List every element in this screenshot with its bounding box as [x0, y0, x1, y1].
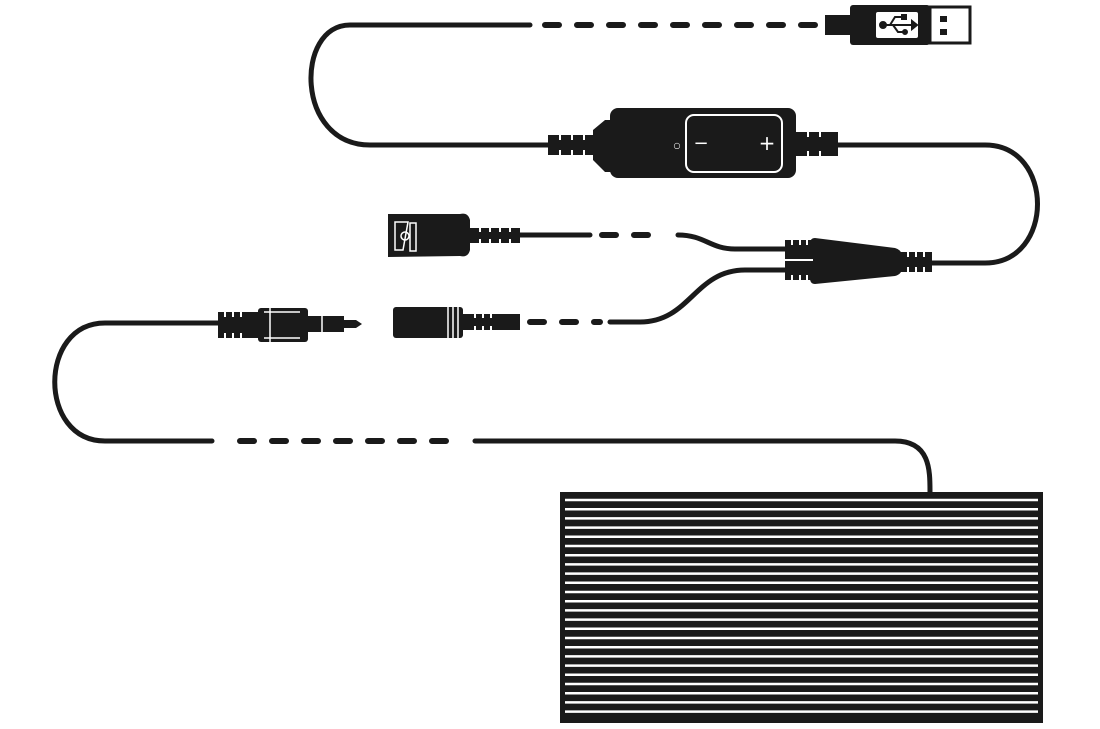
y-splitter	[785, 238, 932, 284]
audio-plug	[218, 308, 362, 342]
usb-plug	[825, 5, 972, 45]
jack-cable	[607, 267, 789, 325]
volume-down-button[interactable]: −	[693, 133, 708, 154]
control-to-splitter-cable	[833, 142, 1040, 266]
indicator-light: ○	[674, 141, 681, 150]
usb-icon	[879, 14, 919, 35]
volume-rocker[interactable]	[685, 114, 783, 173]
power-cable	[52, 320, 933, 495]
audio-jack-socket	[393, 307, 520, 338]
quick-disconnect-connector	[388, 213, 520, 257]
volume-up-button[interactable]: +	[759, 131, 776, 155]
qd-cable	[512, 232, 789, 252]
usb-cable	[308, 22, 558, 148]
inline-volume-control: ○ − +	[548, 108, 838, 178]
power-pad	[560, 492, 1043, 723]
